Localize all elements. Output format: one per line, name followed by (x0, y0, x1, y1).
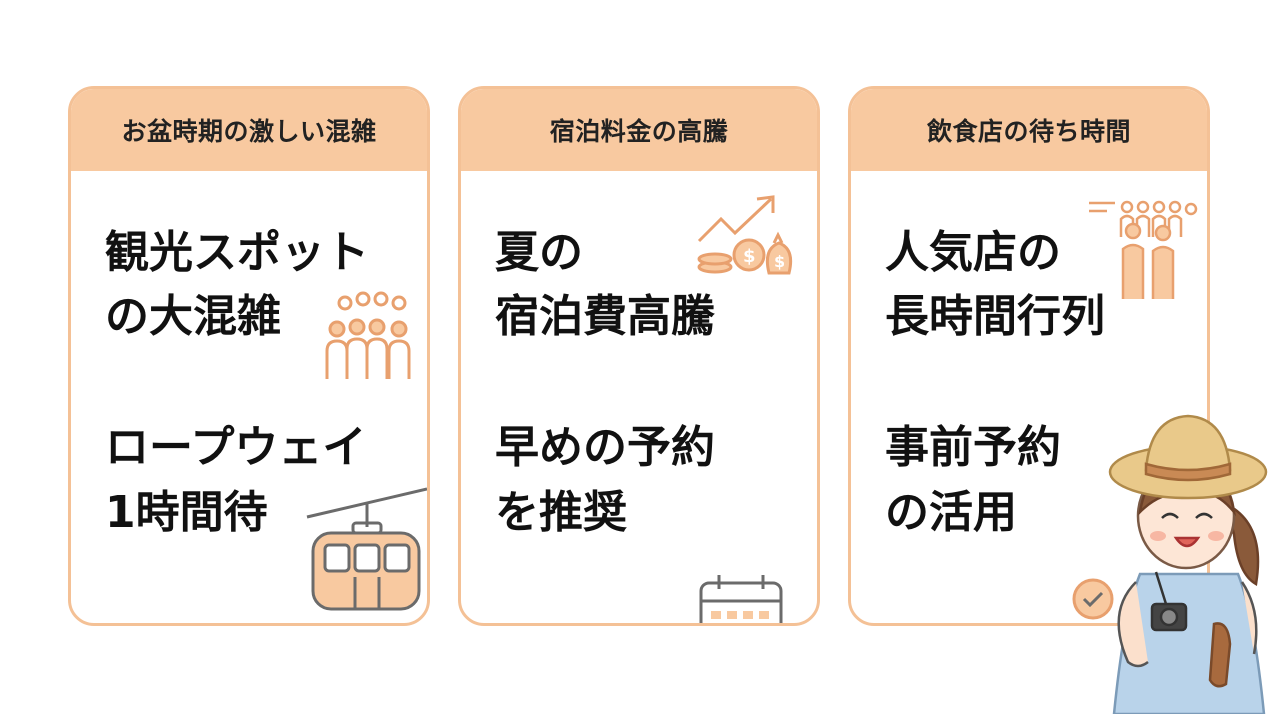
ropeway-gondola-icon (305, 483, 427, 613)
problem-line-2: 長時間行列 (885, 291, 1105, 342)
card-body: 人気店の 長時間行列 事前予約 の活用 (859, 171, 1199, 620)
detail-line-1: ロープウェイ (105, 422, 367, 473)
card-header: 飲食店の待ち時間 (851, 89, 1207, 171)
card-body: 夏の 宿泊費高騰 早めの予約 を推奨 $ $ (469, 171, 809, 623)
detail-line-1: 早めの予約 (495, 422, 715, 473)
calendar-check-icon (697, 573, 805, 623)
problem-line-1: 夏の (495, 227, 583, 278)
problem-line-2: 宿泊費高騰 (495, 291, 715, 342)
detail-line-2: を推奨 (495, 487, 627, 538)
detail-line-1: 事前予約 (885, 422, 1061, 473)
tourist-girl-illustration (1096, 414, 1280, 714)
queue-icon (1087, 197, 1199, 301)
detail-line-2: の活用 (885, 487, 1017, 538)
svg-text:$: $ (743, 246, 756, 267)
problem-line-1: 人気店の (885, 227, 1061, 278)
rising-price-icon: $ $ (695, 193, 799, 283)
card-crowding: お盆時期の激しい混雑 観光スポット の大混雑 ロープウェイ 1時間待 (68, 86, 430, 626)
card-header: お盆時期の激しい混雑 (71, 89, 427, 171)
tap-check-icon (1065, 577, 1125, 623)
detail-line-2: 1時間待 (105, 487, 268, 538)
card-accommodation: 宿泊料金の高騰 夏の 宿泊費高騰 早めの予約 を推奨 $ $ (458, 86, 820, 626)
card-header: 宿泊料金の高騰 (461, 89, 817, 171)
card-body: 観光スポット の大混雑 ロープウェイ 1時間待 (79, 171, 427, 615)
problem-line-1: 観光スポット (105, 227, 369, 278)
svg-text:$: $ (774, 252, 785, 271)
crowd-icon (323, 289, 421, 385)
problem-line-2: の大混雑 (105, 291, 281, 342)
